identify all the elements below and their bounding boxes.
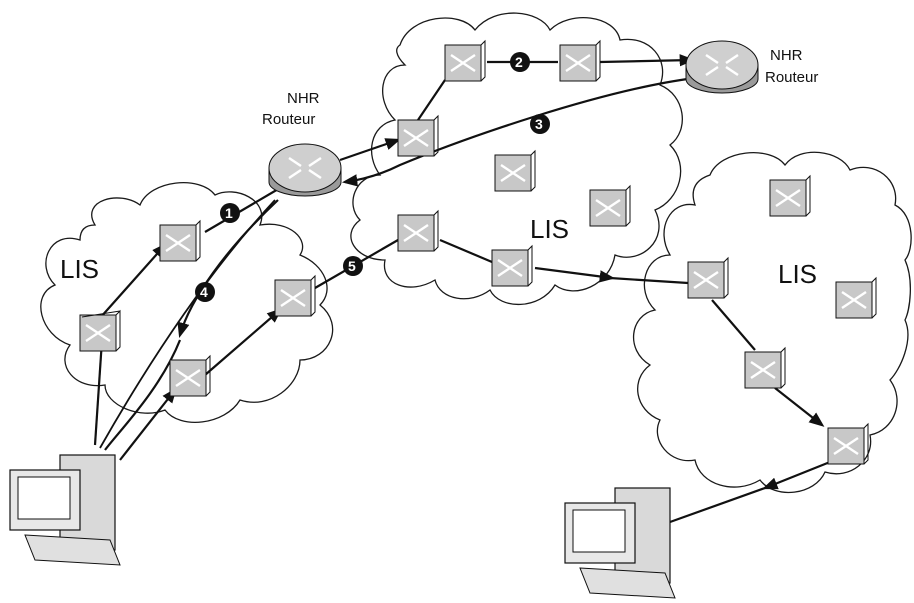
- step-number-3: 3: [535, 116, 543, 132]
- switch-icon: [589, 184, 631, 227]
- switch-icon: [397, 114, 439, 157]
- switch-icon: [491, 244, 533, 287]
- switch-icon: [494, 149, 536, 192]
- link-pc-right: [669, 486, 766, 524]
- step-number-2: 2: [515, 54, 523, 70]
- step-badge-5: 5: [343, 256, 363, 276]
- link-3-return: [341, 76, 696, 187]
- step-badge-2: 2: [510, 52, 530, 72]
- link-sw-mid-to-sw-r1: [534, 266, 616, 283]
- link-sw-tb-to-sw-mid: [439, 238, 493, 264]
- computer-right-icon: [564, 487, 676, 599]
- link-sw-mid-to-sw-r1b: [609, 276, 689, 285]
- switch-icon: [397, 209, 439, 252]
- link-sw-lt-to-router: [204, 187, 281, 233]
- switch-icon: [835, 276, 877, 319]
- switch-icon: [274, 274, 316, 317]
- switch-icon: [79, 309, 121, 352]
- router-left-icon: [268, 143, 342, 197]
- nhr-label-right-line1: NHR: [770, 47, 803, 64]
- lis-label-right: LIS: [778, 259, 817, 289]
- link-4-to-pc: [104, 339, 182, 451]
- step-badge-4: 4: [195, 282, 215, 302]
- lis-label-top: LIS: [530, 214, 569, 244]
- nhr-label-left-line1: NHR: [287, 90, 320, 107]
- switch-icon: [559, 39, 601, 82]
- link-sw-tl-to-sw-tt: [417, 79, 446, 121]
- step-number-5: 5: [348, 258, 356, 274]
- switch-icon: [444, 39, 486, 82]
- link-sw-tt2-to-nhr-right: [599, 54, 696, 67]
- switch-icon: [827, 422, 869, 465]
- cloud-lis-right: [633, 151, 912, 494]
- link-router-to-sw-tl: [339, 138, 401, 162]
- link-pc-to-sw-ll: [93, 339, 104, 446]
- step-badge-1: 1: [220, 203, 240, 223]
- step-number-4: 4: [200, 284, 208, 300]
- switch-icon: [769, 174, 811, 217]
- switch-icon: [744, 346, 786, 389]
- link-sw-lb-to-sw-lr: [204, 307, 283, 376]
- cloud-lis-left: [40, 182, 334, 423]
- lis-label-left: LIS: [60, 254, 99, 284]
- link-sw-ll-to-sw-lt: [99, 242, 168, 319]
- router-right-icon: [685, 40, 759, 94]
- link-sw-r2-to-sw-r3: [774, 387, 825, 427]
- switch-icon: [687, 256, 729, 299]
- computer-left-icon: [9, 454, 121, 566]
- switches: [79, 39, 877, 465]
- switch-icon: [169, 354, 211, 397]
- link-pc-to-sw-lb: [119, 387, 177, 461]
- step-badge-3: 3: [530, 114, 550, 134]
- step-number-1: 1: [225, 205, 233, 221]
- link-sw-r3-to-pc-right: [762, 460, 831, 490]
- link-pc-to-router: [99, 199, 276, 449]
- nhr-label-right-line2: Routeur: [765, 69, 818, 86]
- link-sw-r1-to-sw-r2: [711, 299, 756, 351]
- switch-icon: [159, 219, 201, 262]
- nhr-label-left-line2: Routeur: [262, 111, 315, 128]
